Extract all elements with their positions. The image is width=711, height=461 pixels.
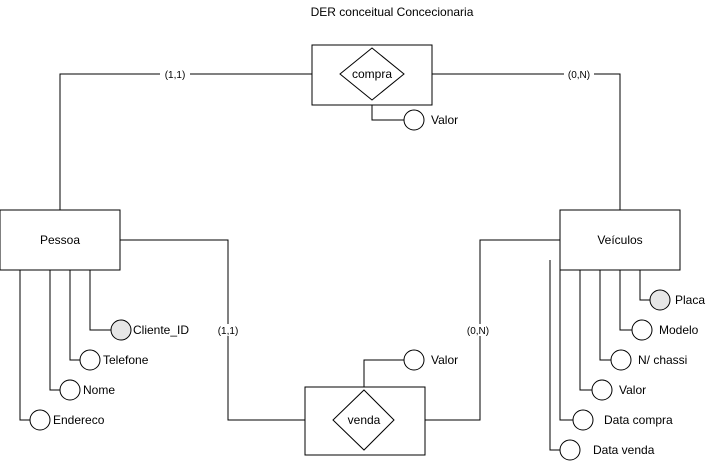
- edge-venda-valor: [363, 359, 404, 390]
- relationship-compra-diamond: [339, 47, 405, 101]
- key-attribute-circle[interactable]: [110, 319, 132, 341]
- edge-veiculos-chassi: [599, 270, 611, 361]
- attribute-cliente-id: Cliente_ID: [133, 323, 189, 337]
- edge-veiculos-data-venda: [549, 260, 560, 451]
- attribute-veiculo-valor: Valor: [619, 383, 646, 397]
- attribute-data-venda: Data venda: [593, 443, 655, 457]
- edge-veiculos-placa: [639, 270, 650, 301]
- edge-veiculos-data-compra: [559, 260, 573, 421]
- attribute-circle[interactable]: [610, 349, 632, 371]
- key-attribute-circle[interactable]: [649, 289, 671, 311]
- card-bg: [564, 68, 594, 80]
- card-bg: [463, 324, 493, 336]
- attribute-data-compra: Data compra: [604, 413, 673, 427]
- attribute-chassi: N/ chassi: [638, 353, 687, 367]
- entity-veiculos-box: [559, 209, 681, 271]
- cardinality-venda-pessoa: (1,1): [218, 326, 239, 337]
- attribute-placa: Placa: [675, 293, 705, 307]
- attribute-circle[interactable]: [572, 409, 594, 431]
- edge-veiculos-modelo: [619, 270, 632, 331]
- edge-pessoa-nome: [49, 270, 60, 391]
- entity-pessoa-label: Pessoa: [40, 233, 80, 247]
- card-bg: [160, 68, 190, 80]
- edge-pessoa-cliente-id: [89, 270, 111, 331]
- cardinality-compra-veiculos: (0,N): [568, 70, 590, 81]
- edge-veiculos-valor: [579, 270, 592, 391]
- card-bg: [213, 324, 243, 336]
- attribute-circle[interactable]: [403, 349, 425, 371]
- attribute-telefone: Telefone: [103, 353, 149, 367]
- edge-compra-veiculos: [404, 73, 621, 210]
- relationship-venda-diamond: [332, 389, 395, 451]
- edge-pessoa-telefone: [69, 270, 80, 361]
- attribute-circle[interactable]: [559, 439, 581, 461]
- edge-pessoa-compra: [59, 73, 340, 210]
- attribute-circle[interactable]: [59, 379, 81, 401]
- attribute-endereco: Endereco: [53, 413, 105, 427]
- attribute-nome: Nome: [83, 383, 115, 397]
- attribute-modelo: Modelo: [659, 323, 699, 337]
- relationship-compra[interactable]: compra: [311, 44, 433, 106]
- cardinality-compra-pessoa: (1,1): [165, 70, 186, 81]
- edge-pessoa-endereco: [19, 270, 30, 421]
- edge-compra-valor: [371, 100, 404, 121]
- relationship-venda[interactable]: venda: [304, 386, 426, 456]
- attribute-circle[interactable]: [591, 379, 613, 401]
- diagram-title: DER conceitual Concecionaria: [311, 5, 474, 19]
- relationship-compra-label: compra: [352, 67, 392, 81]
- attribute-circle[interactable]: [631, 319, 653, 341]
- entity-veiculos[interactable]: Veículos: [559, 209, 681, 271]
- attribute-compra-valor: Valor: [431, 113, 458, 127]
- entity-pessoa[interactable]: Pessoa: [0, 209, 121, 271]
- attribute-venda-valor: Valor: [431, 353, 458, 367]
- attribute-circle[interactable]: [403, 109, 425, 131]
- attribute-circle[interactable]: [79, 349, 101, 371]
- entity-veiculos-label: Veículos: [597, 233, 642, 247]
- entity-pessoa-box: [0, 209, 121, 271]
- cardinality-venda-veiculos: (0,N): [467, 326, 489, 337]
- relationship-venda-label: venda: [348, 413, 381, 427]
- attribute-circle[interactable]: [29, 409, 51, 431]
